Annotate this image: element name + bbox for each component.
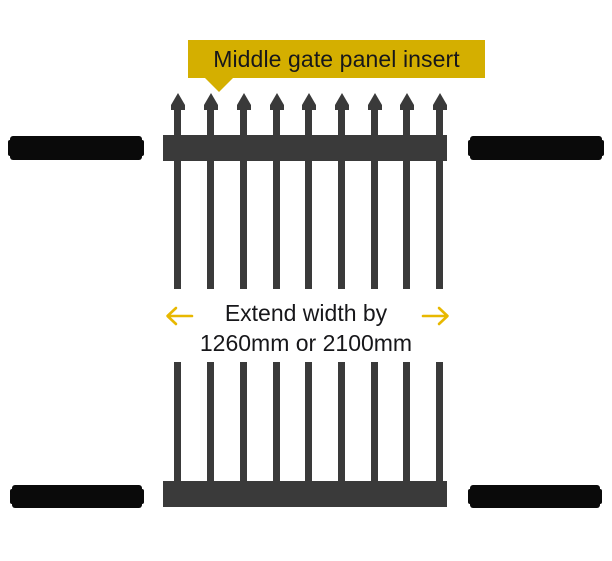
top-left-post-cap-left [8,140,14,156]
spear-tip-icon [302,93,316,105]
panel-bar [207,108,214,289]
panel-bar [273,108,280,289]
panel-bar [371,108,378,289]
spear-base [368,105,382,110]
spear-tip-icon [368,93,382,105]
spear-tip-icon [270,93,284,105]
spear-base [335,105,349,110]
panel-bar [240,108,247,289]
spear-tip-icon [204,93,218,105]
bottom-left-post [12,485,142,508]
spear-tip-icon [400,93,414,105]
extend-width-line-1: Extend width by [224,300,388,326]
callout-label: Middle gate panel insert [213,45,460,72]
bottom-right-post [470,485,600,508]
spear-base [204,105,218,110]
lower-panel-rail [163,481,447,507]
panel-bar [403,362,410,487]
bottom-left-post-cap-left [10,489,16,504]
panel-bar [338,108,345,289]
panel-bar [371,362,378,487]
spear-base [302,105,316,110]
extend-width-annotation: Extend width by 1260mm or 2100mm [0,298,612,358]
extend-width-line-2: 1260mm or 2100mm [199,330,413,356]
upper-panel-rail [163,135,447,161]
spear-tip-icon [237,93,251,105]
bottom-right-post-cap-right [596,489,602,504]
top-left-post [10,136,142,160]
spear-tip-icon [433,93,447,105]
panel-bar [436,362,443,487]
top-right-post [470,136,602,160]
panel-bar [240,362,247,487]
spear-tip-icon [171,93,185,105]
panel-bar [273,362,280,487]
panel-bar [174,108,181,289]
bottom-right-post-cap-left [468,489,474,504]
spear-base [270,105,284,110]
spear-base [400,105,414,110]
spear-base [237,105,251,110]
spear-tip-icon [335,93,349,105]
callout-pointer-triangle [205,78,233,92]
spear-base [171,105,185,110]
panel-bar [338,362,345,487]
panel-bar [174,362,181,487]
panel-bar [436,108,443,289]
panel-bar [305,362,312,487]
panel-bar [207,362,214,487]
bottom-left-post-cap-right [138,489,144,504]
arrow-right-icon [421,306,449,326]
top-right-post-cap-right [598,140,604,156]
panel-bar [305,108,312,289]
panel-bar [403,108,410,289]
top-left-post-cap-right [138,140,144,156]
top-right-post-cap-left [468,140,474,156]
spear-base [433,105,447,110]
arrow-left-icon [166,306,194,326]
middle-gate-panel-insert-callout: Middle gate panel insert [188,40,485,78]
